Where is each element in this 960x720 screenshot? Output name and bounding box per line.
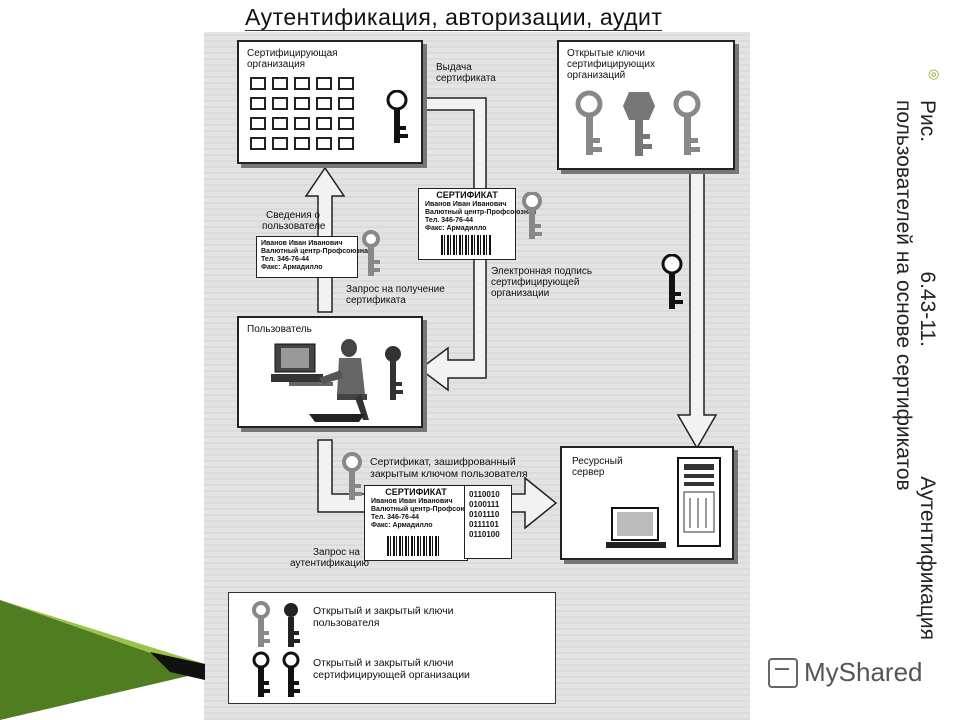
server-illustration bbox=[606, 457, 721, 548]
binary-line: 0101110 bbox=[469, 510, 500, 519]
binary-line: 0110100 bbox=[469, 530, 500, 539]
request-cert-fax: Факс: Армадилло bbox=[261, 264, 323, 271]
legend-user-keys-label: Открытый и закрытый ключи пользователя bbox=[313, 605, 454, 629]
ca-signature-key-icon bbox=[661, 254, 683, 309]
cert-barcode bbox=[441, 235, 491, 255]
server-box: Ресурсный сервер bbox=[560, 446, 734, 560]
request-certificate: Иванов Иван Иванович Валютный центр-Проф… bbox=[256, 236, 373, 278]
public-keys-icons bbox=[575, 90, 701, 156]
legend-ca-keys-label: Открытый и закрытый ключи сертифицирующе… bbox=[313, 657, 470, 681]
binary-line: 0111101 bbox=[469, 520, 499, 529]
server-monitor-icon bbox=[606, 507, 666, 548]
legend-box: Открытый и закрытый ключи пользователя О… bbox=[228, 592, 556, 704]
caption-word: Аутентификация bbox=[916, 476, 939, 640]
enc-cert-phone: Тел. 346-76-44 bbox=[371, 514, 420, 521]
cert-name: Иванов Иван Иванович bbox=[425, 201, 507, 208]
user-info-label: Сведения о пользователе bbox=[262, 210, 326, 232]
request-label: Запрос на получение сертификата bbox=[346, 284, 445, 306]
server-box-label: Ресурсный сервер bbox=[572, 456, 623, 478]
ca-building-grid bbox=[250, 77, 354, 150]
public-key-icon-3 bbox=[673, 90, 701, 155]
public-key-icon-1 bbox=[575, 90, 603, 155]
encrypted-certificate: СЕРТИФИКАТ Иванов Иван Иванович Валютный… bbox=[364, 485, 483, 561]
enc-cert-name: Иванов Иван Иванович bbox=[371, 498, 453, 505]
binary-line: 0110010 bbox=[469, 490, 500, 499]
figure-caption: Рис. 6.43-11. Аутентификация пользовател… bbox=[870, 100, 960, 640]
public-keys-box: Открытые ключи сертифицирующих организац… bbox=[557, 40, 735, 170]
presentation-icon bbox=[768, 657, 798, 688]
request-cert-name: Иванов Иван Иванович bbox=[261, 240, 343, 247]
request-key-icon bbox=[362, 230, 380, 276]
request-cert-phone: Тел. 346-76-44 bbox=[261, 256, 310, 263]
arrow-issue bbox=[409, 97, 487, 392]
user-keys-icon bbox=[385, 346, 403, 400]
encrypt-key-icon bbox=[342, 452, 362, 500]
enc-cert-barcode bbox=[387, 536, 441, 556]
issued-certificate: СЕРТИФИКАТ Иванов Иван Иванович Валютный… bbox=[418, 188, 537, 260]
ca-box: Сертифицирующая организация bbox=[237, 40, 423, 164]
legend-ca-keys-icon bbox=[252, 651, 300, 697]
binary-block: 0110010 0100111 0101110 0111101 0110100 bbox=[464, 485, 512, 559]
page-title: Аутентификация, авторизации, аудит bbox=[245, 4, 663, 31]
enc-cert-org: Валютный центр-Профсоюзная bbox=[371, 506, 483, 513]
binary-line: 0100111 bbox=[469, 500, 500, 509]
logo-text: MyShared bbox=[804, 657, 923, 687]
cert-fax: Факс: Армадилло bbox=[425, 225, 487, 232]
cert-phone: Тел. 346-76-44 bbox=[425, 217, 474, 224]
public-keys-box-label: Открытые ключи сертифицирующих организац… bbox=[567, 48, 655, 81]
issue-label: Выдача сертификата bbox=[436, 62, 496, 84]
caption-number: 6.43-11. bbox=[916, 271, 939, 347]
auth-request-label: Запрос на аутентификацию bbox=[290, 547, 369, 569]
user-box: Пользователь bbox=[237, 316, 423, 428]
ca-box-label: Сертифицирующая организация bbox=[247, 48, 338, 70]
enc-cert-heading: СЕРТИФИКАТ bbox=[385, 487, 447, 497]
enc-cert-fax: Факс: Армадилло bbox=[371, 522, 433, 529]
user-box-label: Пользователь bbox=[247, 324, 312, 335]
server-tower-icon bbox=[677, 457, 721, 547]
cert-org: Валютный центр-Профсоюзная bbox=[425, 209, 537, 216]
encrypted-label: Сертификат, зашифрованный закрытым ключо… bbox=[370, 456, 528, 480]
cert-heading: СЕРТИФИКАТ bbox=[436, 190, 498, 200]
request-cert-org: Валютный центр-Профсоюзная bbox=[261, 248, 373, 255]
legend-user-keys-icon bbox=[252, 601, 300, 647]
caption-fig: Рис. bbox=[916, 100, 939, 143]
myshared-logo: MyShared bbox=[768, 657, 923, 688]
public-key-icon-2 bbox=[623, 92, 655, 156]
caption-line2: пользователей на основе сертификатов bbox=[892, 100, 915, 491]
user-workstation-illustration bbox=[271, 339, 403, 422]
signature-key-icon bbox=[522, 192, 542, 239]
arrow-keys-down bbox=[676, 169, 718, 450]
decorative-wedge bbox=[0, 600, 205, 720]
ca-private-key-icon bbox=[386, 90, 408, 143]
bullet-icon: ◎ bbox=[928, 66, 940, 81]
signature-label: Электронная подпись сертифицирующей орга… bbox=[491, 266, 593, 299]
